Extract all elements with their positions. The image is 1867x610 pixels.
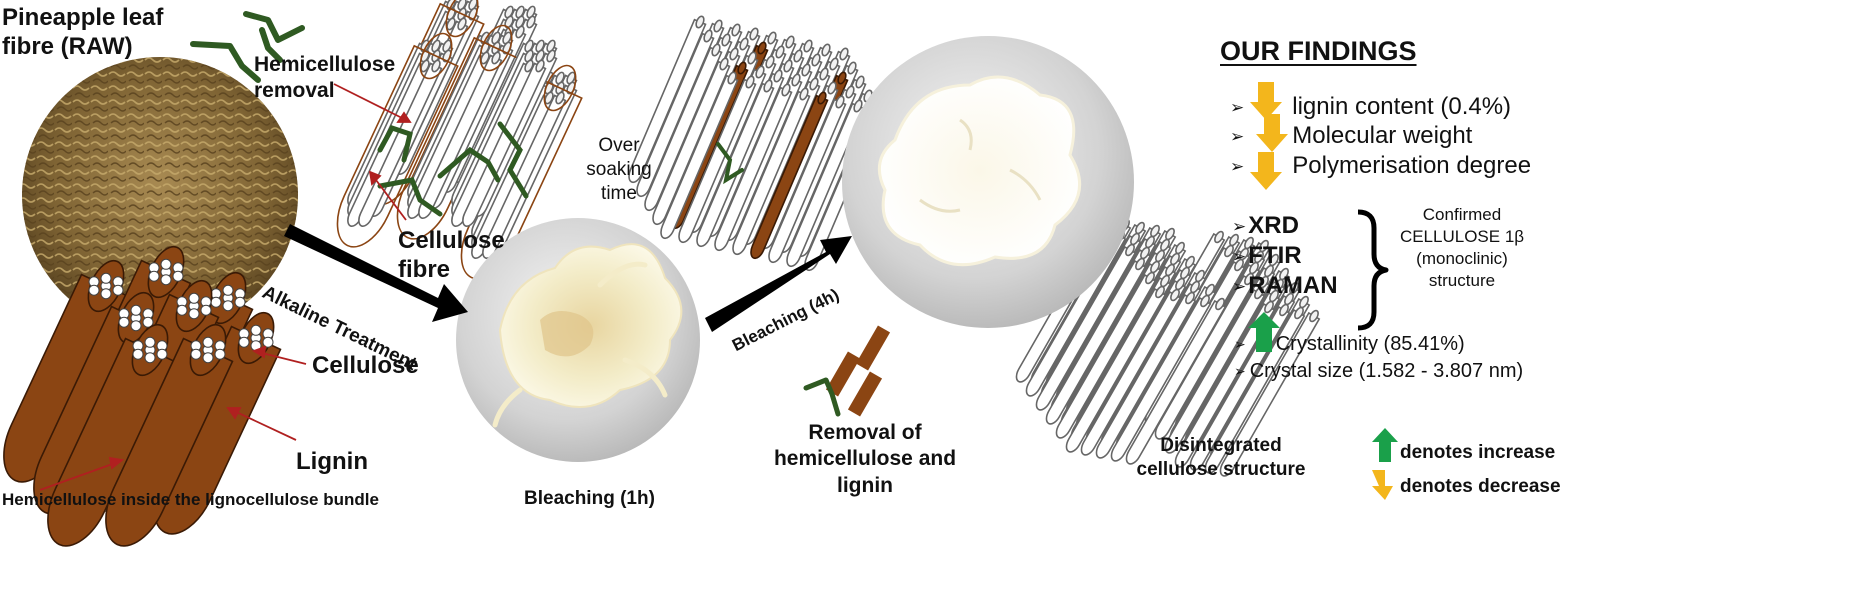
chevron-right-icon: ➢ xyxy=(1230,127,1245,146)
finding-lignin: ➢lignin content (0.4%) xyxy=(1230,93,1512,120)
chevron-right-icon: ➢ xyxy=(1230,157,1245,176)
cellulose-fibre xyxy=(636,32,715,198)
cellulose-fibre xyxy=(1204,308,1306,474)
finding-crystal-size: ➢Crystal size (1.582 - 3.807 nm) xyxy=(1234,360,1524,382)
down-arrow-icon xyxy=(1372,470,1393,500)
label-pineapple-raw: Pineapple leaf fibre (RAW) xyxy=(2,4,164,61)
chevron-right-icon: ➢ xyxy=(1230,98,1245,117)
label-cellulose-fibre: Cellulose fibre xyxy=(398,227,505,283)
cellulose-fibre xyxy=(1154,274,1256,440)
technique-xrd: ➢XRD xyxy=(1232,212,1299,239)
cellulose-fibre xyxy=(1080,290,1182,456)
cellulose-fibre xyxy=(1045,259,1147,425)
finding-molecular-weight: ➢Molecular weight xyxy=(1230,122,1473,149)
findings-icons xyxy=(1248,82,1398,500)
label-removal-hemi-lignin: Removal of hemicellulose and lignin xyxy=(773,421,957,497)
cellulose-fibre xyxy=(660,74,739,240)
chevron-right-icon: ➢ xyxy=(1232,217,1247,236)
cellulose-fibre xyxy=(628,18,707,184)
findings-title: OUR FINDINGS xyxy=(1220,36,1417,66)
lignin-cylinder xyxy=(47,337,176,547)
bleaching-1h-photo xyxy=(456,218,700,462)
label-lignin: Lignin xyxy=(296,448,368,475)
legend-increase: denotes increase xyxy=(1400,442,1556,463)
finding-crystallinity: ➢Crystallinity (85.41%) xyxy=(1234,333,1465,355)
hemicellulose-strands xyxy=(190,11,305,83)
cellulose-fibre xyxy=(1055,273,1157,439)
chevron-right-icon: ➢ xyxy=(1232,247,1247,266)
label-cellulose: Cellulose xyxy=(312,352,419,379)
cellulose-fibre xyxy=(1110,296,1212,462)
alkaline-treatment-arrow xyxy=(284,224,468,322)
down-arrow-icon xyxy=(1250,82,1282,120)
confirmed-structure: Confirmed CELLULOSE 1β (monoclinic) stru… xyxy=(1399,205,1525,291)
bleaching-4h-photo xyxy=(842,36,1134,328)
removal-icon xyxy=(803,325,891,417)
down-arrow-icon xyxy=(1256,114,1288,152)
cellulose-fibre xyxy=(696,82,775,248)
over-soaking-bundle xyxy=(628,15,883,272)
raw-fibre-photo xyxy=(22,57,298,333)
cellulose-fibre xyxy=(1095,293,1197,459)
finding-polymerisation: ➢Polymerisation degree xyxy=(1230,152,1532,179)
label-hemicellulose-removal: Hemicellulose removal xyxy=(254,53,396,102)
technique-raman: ➢RAMAN xyxy=(1232,272,1338,299)
pointer-lines xyxy=(39,83,412,491)
legend-decrease: denotes decrease xyxy=(1400,476,1561,497)
lignin-cylinder xyxy=(105,337,234,547)
lignin-strand xyxy=(750,94,829,260)
cellulose-fibre xyxy=(786,102,865,268)
up-arrow-icon xyxy=(1372,428,1398,462)
right-brace-icon xyxy=(1357,209,1389,331)
cellulose-fibre xyxy=(678,78,757,244)
cellulose-fibre xyxy=(1125,299,1227,465)
cellulose-fibre xyxy=(732,90,811,256)
technique-ftir: ➢FTIR xyxy=(1232,242,1302,269)
lignin-sheath xyxy=(396,36,519,240)
cellulose-fibre-bundle xyxy=(336,0,583,280)
up-arrow-icon xyxy=(1248,312,1280,352)
bleaching-4h-arrow xyxy=(705,236,852,332)
cellulose-fibre xyxy=(462,62,547,227)
label-disintegrated: Disintegrated cellulose structure xyxy=(1136,435,1306,480)
cellulose-fibre xyxy=(644,46,723,212)
cellulose-fibre xyxy=(1065,287,1167,453)
cellulose-fibre xyxy=(1035,245,1137,411)
cellulose-fibre xyxy=(1174,302,1276,468)
label-hemicellulose-inside: Hemicellulose inside the lignocellulose … xyxy=(2,490,379,509)
lignin-sheath xyxy=(336,44,459,248)
chevron-right-icon: ➢ xyxy=(1234,363,1246,379)
cellulose-fibre xyxy=(1219,311,1321,477)
chevron-right-icon: ➢ xyxy=(1234,336,1246,352)
lignocellulose-bundle xyxy=(3,245,282,547)
label-over-soaking: Over soaking time xyxy=(586,135,652,204)
chevron-right-icon: ➢ xyxy=(1232,277,1247,296)
label-bleaching-1h: Bleaching (1h) xyxy=(524,488,655,509)
down-arrow-icon xyxy=(1250,152,1282,190)
cellulose-fibre xyxy=(1164,288,1266,454)
cellulose-fibre xyxy=(768,98,847,264)
cellulose-fibre xyxy=(714,86,793,252)
cellulose-fibre xyxy=(652,60,731,226)
